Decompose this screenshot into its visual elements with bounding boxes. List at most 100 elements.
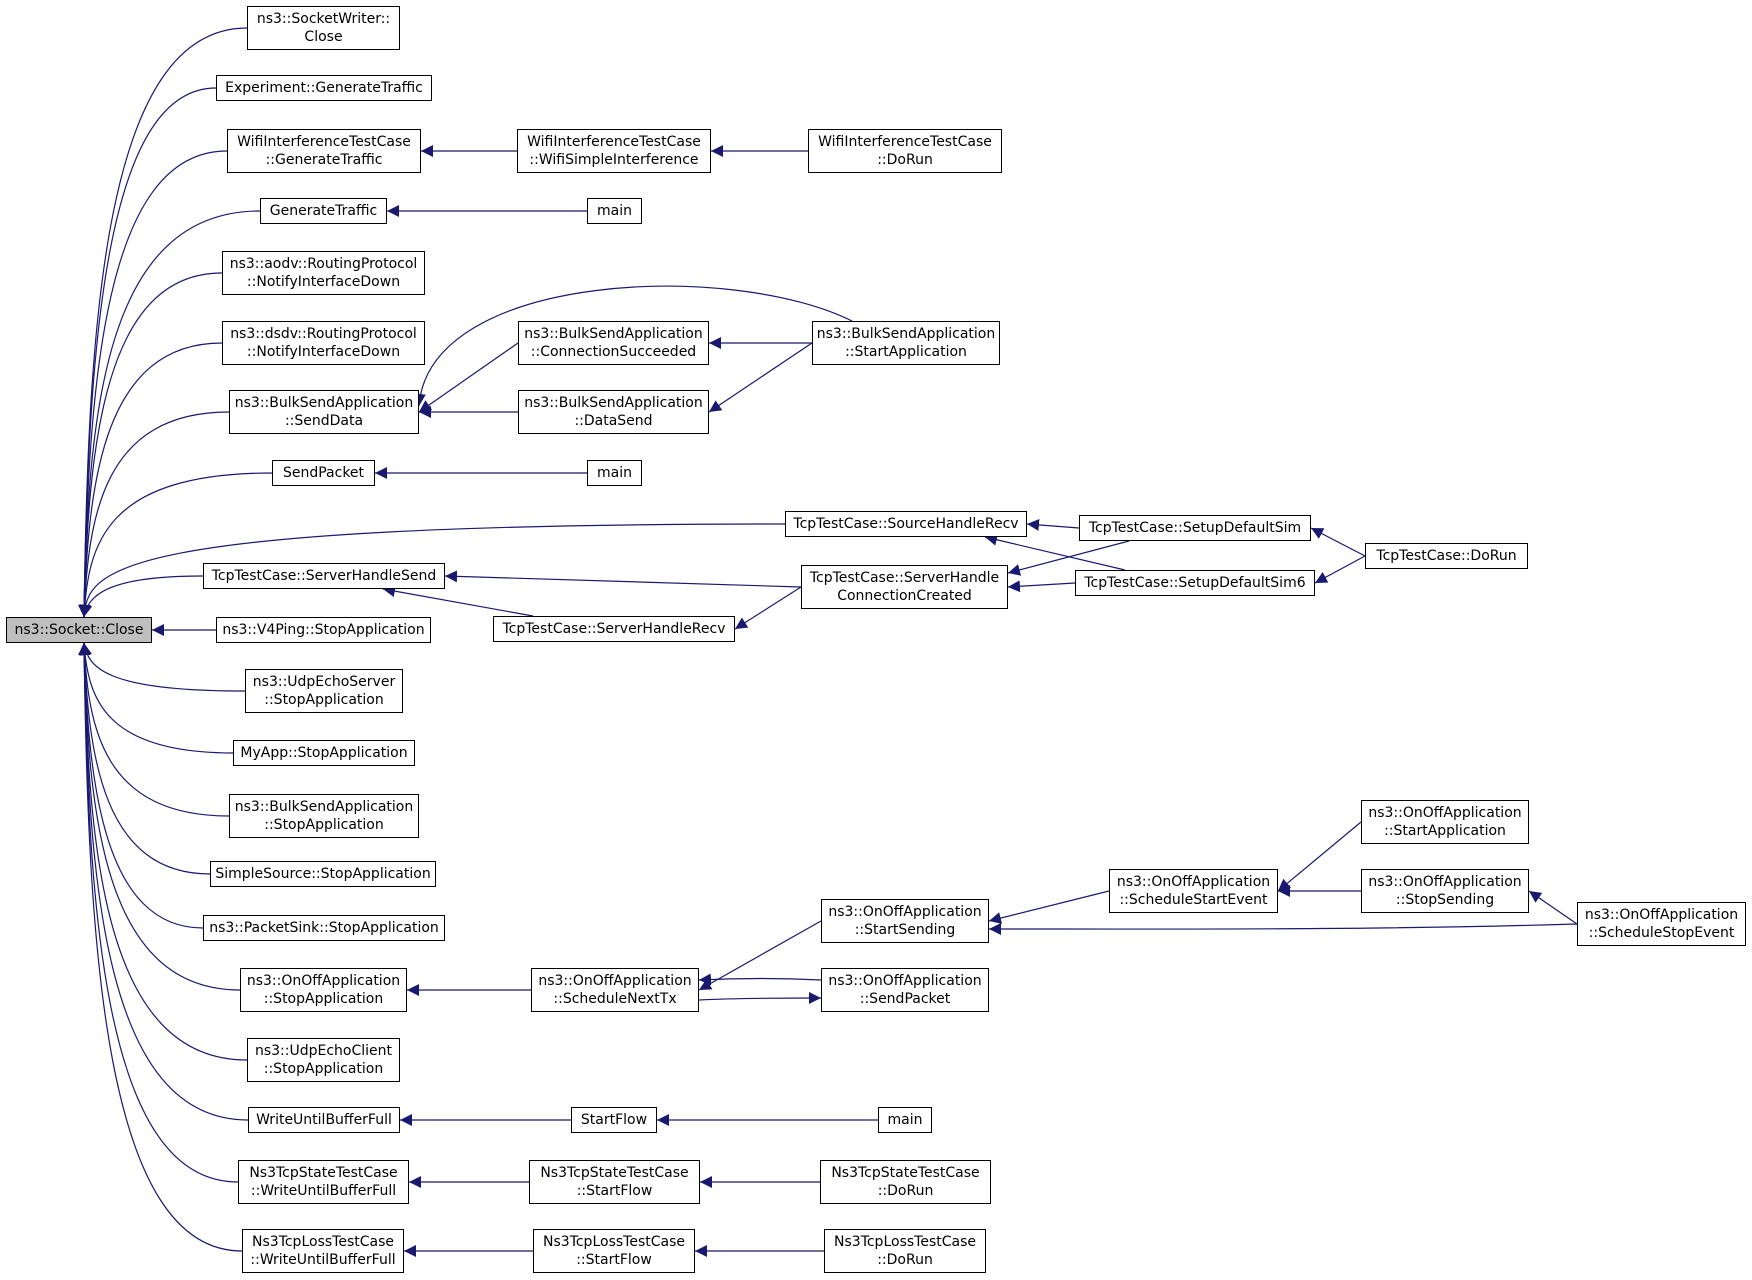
- node-label-line: ::StartFlow: [576, 1183, 653, 1199]
- node-main1[interactable]: main: [587, 198, 642, 224]
- node-oostsend[interactable]: ns3::OnOffApplication::StartSending: [821, 899, 989, 943]
- node-nltdr[interactable]: Ns3TcpLossTestCase::DoRun: [824, 1229, 986, 1273]
- node-label-line: ns3::UdpEchoClient: [254, 1043, 393, 1059]
- node-tshrv[interactable]: TcpTestCase::ServerHandleRecv: [493, 616, 735, 642]
- node-oosnt[interactable]: ns3::OnOffApplication::ScheduleNextTx: [531, 968, 699, 1012]
- node-oosse[interactable]: ns3::OnOffApplication::ScheduleStartEven…: [1109, 869, 1278, 913]
- node-nstsf[interactable]: Ns3TcpStateTestCase::StartFlow: [529, 1160, 700, 1204]
- node-label-line: ns3::PacketSink::StopApplication: [209, 920, 439, 936]
- node-oosstope[interactable]: ns3::OnOffApplication::ScheduleStopEvent: [1577, 902, 1746, 946]
- node-label-line: TcpTestCase::SourceHandleRecv: [793, 516, 1019, 532]
- node-label-line: ::DoRun: [877, 1183, 934, 1199]
- node-label-line: ::DoRun: [877, 152, 933, 168]
- node-nstwu[interactable]: Ns3TcpStateTestCase::WriteUntilBufferFul…: [238, 1160, 409, 1204]
- node-swc[interactable]: ns3::SocketWriter::Close: [247, 6, 400, 50]
- node-label-line: ns3::V4Ping::StopApplication: [222, 622, 425, 638]
- node-label-line: ns3::OnOffApplication: [828, 973, 982, 989]
- node-wubf[interactable]: WriteUntilBufferFull: [248, 1107, 400, 1133]
- node-label-line: SendPacket: [282, 465, 365, 481]
- node-label-line: Ns3TcpLossTestCase: [252, 1234, 394, 1250]
- edge-nltwu-calls-root: [78, 642, 243, 1252]
- node-label-line: Ns3TcpStateTestCase: [249, 1165, 398, 1181]
- node-label-line: ::StopApplication: [264, 692, 384, 708]
- node-nltsf[interactable]: Ns3TcpLossTestCase::StartFlow: [533, 1229, 695, 1273]
- edge-oosse-calls-oostsend: [988, 890, 1110, 924]
- node-pks[interactable]: ns3::PacketSink::StopApplication: [203, 915, 445, 941]
- node-label-line: ::StopApplication: [263, 991, 384, 1007]
- node-label-line: ::ConnectionSucceeded: [530, 344, 697, 360]
- node-label-line: ::DoRun: [877, 1252, 933, 1268]
- node-label-line: ns3::SocketWriter::: [256, 11, 391, 27]
- edge-dsdv-calls-root: [78, 342, 223, 618]
- node-bsasta[interactable]: ns3::BulkSendApplication::StartApplicati…: [812, 321, 1000, 365]
- node-bsasd[interactable]: ns3::BulkSendApplication::SendData: [229, 390, 419, 434]
- node-label-line: Ns3TcpStateTestCase: [831, 1165, 980, 1181]
- edge-tshcc-calls-tshs: [444, 570, 802, 588]
- node-tdr[interactable]: TcpTestCase::DoRun: [1365, 543, 1528, 569]
- edge-bsasta-calls-bsads: [708, 342, 813, 413]
- node-label-line: ::SendPacket: [859, 991, 951, 1007]
- node-label-line: ::ScheduleNextTx: [553, 991, 677, 1007]
- node-label-line: ns3::dsdv::RoutingProtocol: [230, 326, 417, 342]
- node-egt[interactable]: Experiment::GenerateTraffic: [216, 75, 432, 101]
- edge-tshs-calls-root: [80, 575, 204, 618]
- node-mya[interactable]: MyApp::StopApplication: [233, 740, 415, 766]
- edge-ssa-calls-root: [78, 642, 211, 875]
- node-bsacs[interactable]: ns3::BulkSendApplication::ConnectionSucc…: [518, 321, 709, 365]
- node-ues[interactable]: ns3::UdpEchoServer::StopApplication: [245, 669, 403, 713]
- node-v4p[interactable]: ns3::V4Ping::StopApplication: [216, 617, 431, 643]
- node-oosta[interactable]: ns3::OnOffApplication::StartApplication: [1361, 800, 1529, 844]
- node-label-line: ns3::BulkSendApplication: [234, 799, 414, 815]
- node-oostopsend[interactable]: ns3::OnOffApplication::StopSending: [1361, 869, 1529, 913]
- node-main2[interactable]: main: [587, 460, 642, 486]
- node-ssa[interactable]: SimpleSource::StopApplication: [210, 861, 436, 887]
- edge-tsds-calls-tshr: [1026, 518, 1080, 531]
- node-label-line: Ns3TcpLossTestCase: [834, 1234, 976, 1250]
- node-bsads[interactable]: ns3::BulkSendApplication::DataSend: [518, 390, 709, 434]
- node-nltwu[interactable]: Ns3TcpLossTestCase::WriteUntilBufferFull: [242, 1229, 404, 1273]
- node-witgt[interactable]: WifiInterferenceTestCase::GenerateTraffi…: [227, 129, 421, 173]
- node-tshs[interactable]: TcpTestCase::ServerHandleSend: [203, 563, 445, 589]
- node-label-line: ::StartSending: [854, 922, 956, 938]
- node-tsds6[interactable]: TcpTestCase::SetupDefaultSim6: [1075, 570, 1315, 596]
- node-label-line: TcpTestCase::DoRun: [1376, 548, 1517, 564]
- node-tshr[interactable]: TcpTestCase::SourceHandleRecv: [785, 511, 1027, 537]
- node-root[interactable]: ns3::Socket::Close: [6, 617, 152, 643]
- node-bsasto[interactable]: ns3::BulkSendApplication::StopApplicatio…: [229, 794, 419, 838]
- edge-bsasd-calls-root: [78, 411, 230, 618]
- edge-tsds6-calls-tshcc: [1007, 580, 1076, 593]
- node-gt[interactable]: GenerateTraffic: [260, 198, 387, 224]
- node-witdr[interactable]: WifiInterferenceTestCase::DoRun: [808, 129, 1002, 173]
- node-nstdr[interactable]: Ns3TcpStateTestCase::DoRun: [820, 1160, 991, 1204]
- edge-witgt-calls-root: [78, 150, 228, 618]
- node-label-line: main: [597, 465, 632, 481]
- node-oosto[interactable]: ns3::OnOffApplication::StopApplication: [240, 968, 407, 1012]
- node-label-line: ::ScheduleStopEvent: [1588, 925, 1735, 941]
- node-main3[interactable]: main: [878, 1107, 932, 1133]
- node-label-line: WifiInterferenceTestCase: [818, 134, 992, 150]
- node-aodv[interactable]: ns3::aodv::RoutingProtocol::NotifyInterf…: [222, 251, 425, 295]
- edge-tdr-calls-tsds: [1310, 527, 1366, 557]
- edge-sp-calls-root: [78, 472, 273, 618]
- node-witwsi[interactable]: WifiInterferenceTestCase::WifiSimpleInte…: [517, 129, 711, 173]
- node-dsdv[interactable]: ns3::dsdv::RoutingProtocol::NotifyInterf…: [222, 321, 425, 365]
- node-label-line: ::WifiSimpleInterference: [529, 152, 699, 168]
- node-label-line: ns3::aodv::RoutingProtocol: [229, 256, 418, 272]
- node-tsds[interactable]: TcpTestCase::SetupDefaultSim: [1079, 515, 1311, 541]
- node-label-line: Close: [304, 29, 343, 45]
- edge-bsasto-calls-root: [78, 642, 230, 817]
- node-oosp[interactable]: ns3::OnOffApplication::SendPacket: [821, 968, 989, 1012]
- node-label-line: GenerateTraffic: [269, 203, 378, 219]
- node-label-line: ns3::UdpEchoServer: [252, 674, 396, 690]
- node-sp[interactable]: SendPacket: [272, 460, 375, 486]
- node-label-line: ns3::BulkSendApplication: [816, 326, 996, 342]
- edge-oosnt-calls-oosp: [698, 992, 822, 1005]
- node-label-line: ::NotifyInterfaceDown: [246, 344, 401, 360]
- edge-tsds-calls-tshcc: [1007, 540, 1130, 576]
- node-label-line: ConnectionCreated: [837, 588, 972, 604]
- node-uec[interactable]: ns3::UdpEchoClient::StopApplication: [247, 1038, 400, 1082]
- node-sf[interactable]: StartFlow: [571, 1107, 657, 1133]
- node-label-line: ns3::OnOffApplication: [246, 973, 401, 989]
